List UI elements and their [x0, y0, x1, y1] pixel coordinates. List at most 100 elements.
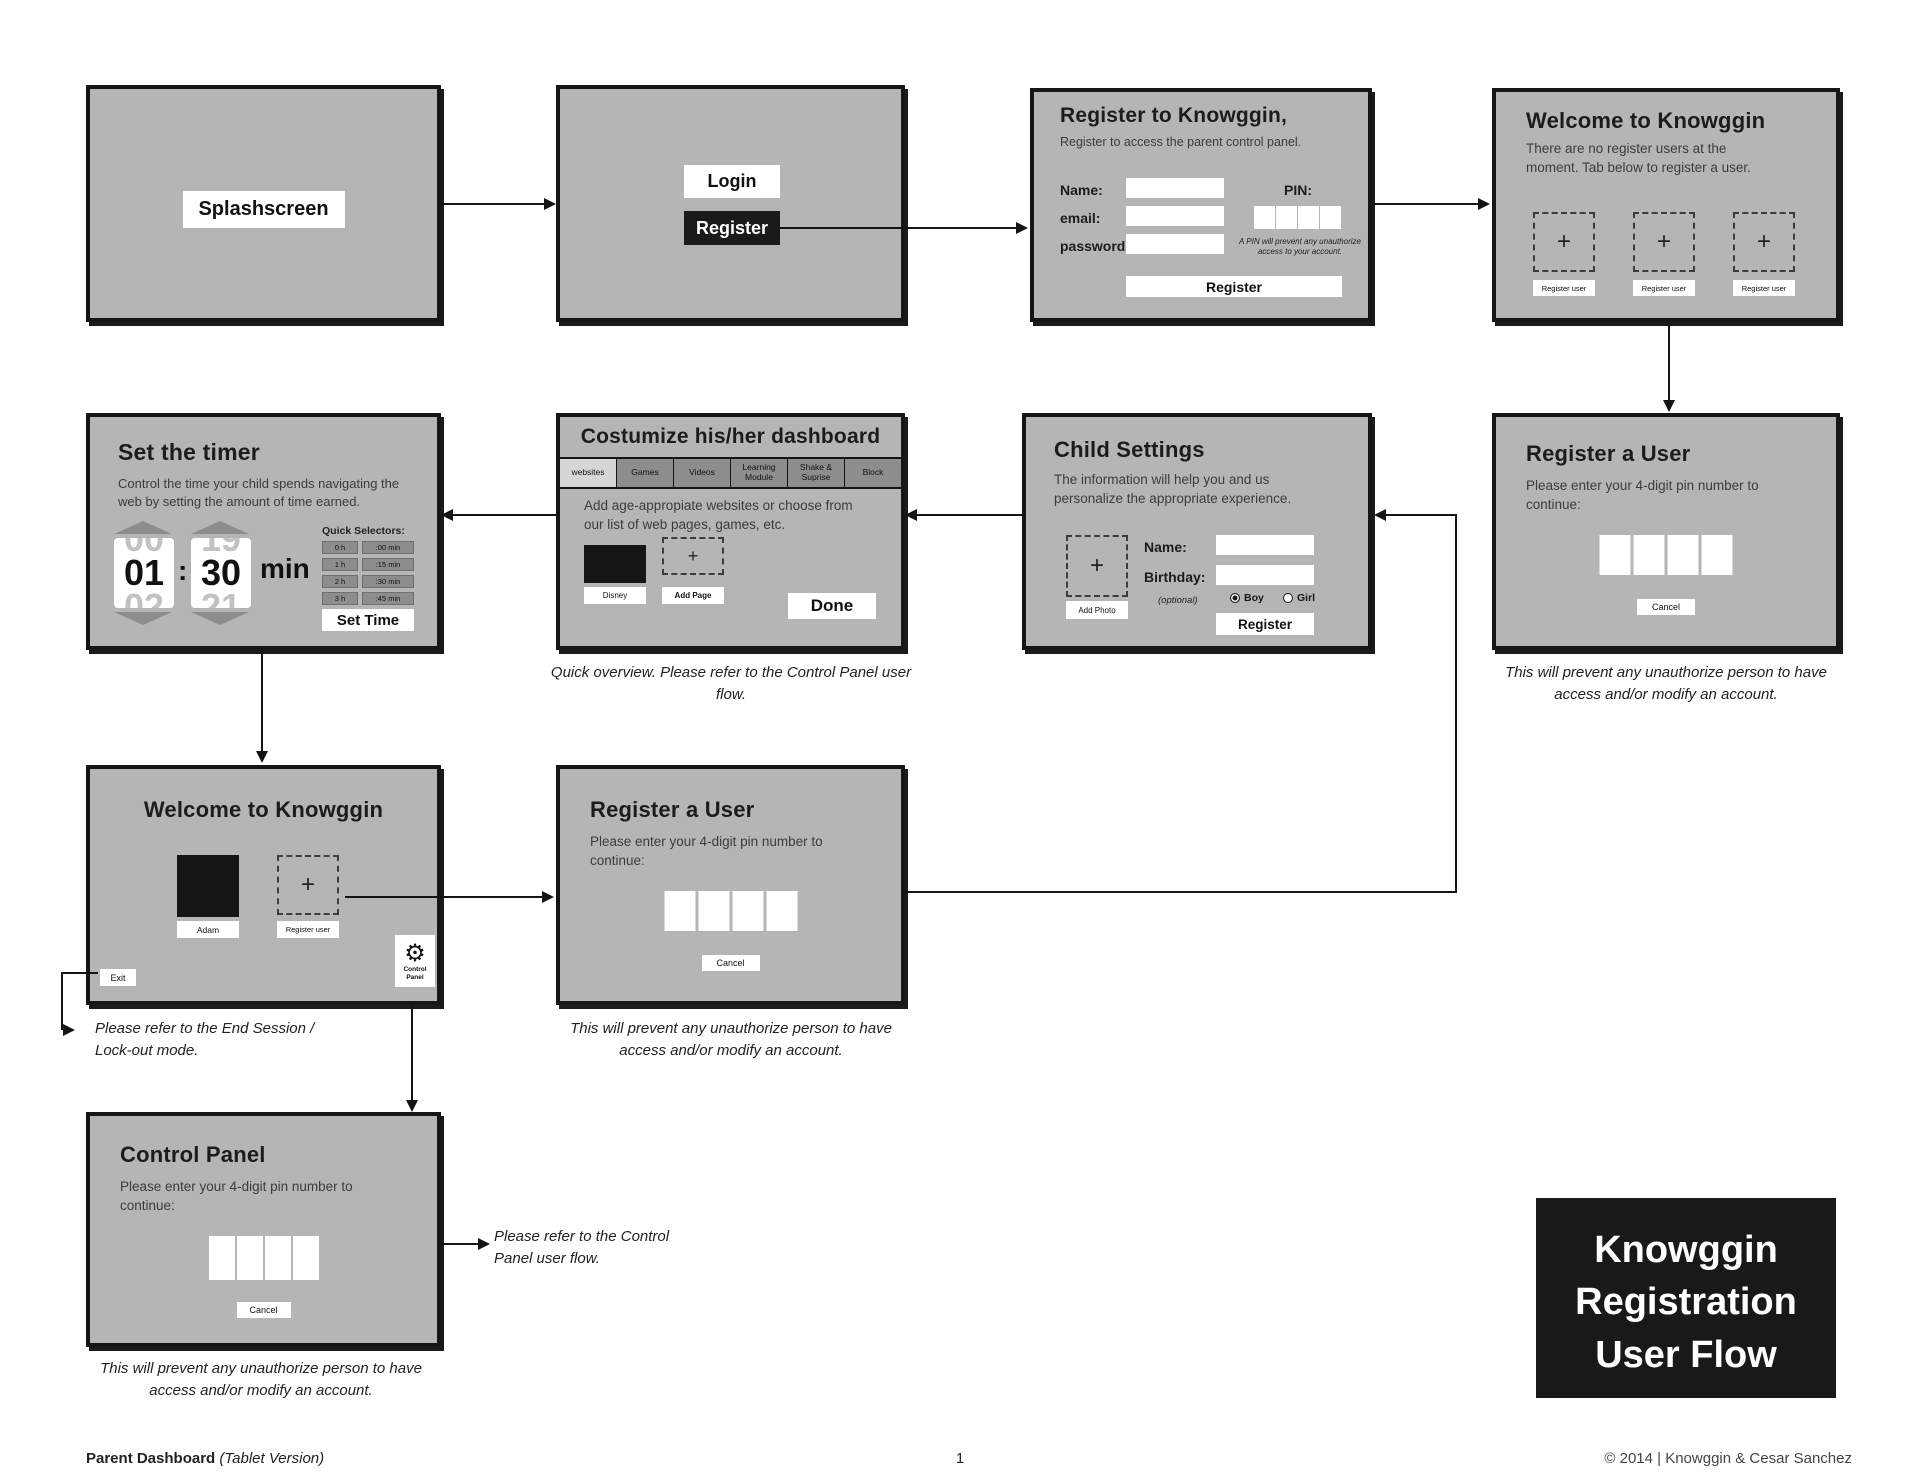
pin-digit-box[interactable]	[264, 1236, 291, 1280]
pin-input-row	[1599, 535, 1733, 575]
tab-learning-module[interactable]: Learning Module	[731, 459, 788, 487]
quick-minute-button[interactable]: :45 min	[362, 592, 414, 605]
quick-selectors-label: Quick Selectors:	[322, 525, 405, 537]
cancel-button[interactable]: Cancel	[1637, 599, 1695, 615]
register-user-slot-label[interactable]: Register user	[1733, 280, 1795, 296]
pin-digit-box[interactable]	[1701, 535, 1733, 575]
panel-register-pin-right: Register a User Please enter your 4-digi…	[1492, 413, 1840, 650]
pin-digit-box[interactable]	[698, 891, 729, 931]
pin-digit-box[interactable]	[1320, 206, 1341, 229]
login-button[interactable]: Login	[684, 165, 780, 198]
hours-prev-value: 00	[123, 538, 165, 559]
add-photo-button[interactable]: Add Photo	[1066, 601, 1128, 619]
footer-copyright: © 2014 | Knowggin & Cesar Sanchez	[1604, 1450, 1852, 1467]
control-panel-arrow-note: Please refer to the Control Panel user f…	[494, 1228, 670, 1267]
register-button[interactable]: Register	[684, 211, 780, 245]
quick-minute-button[interactable]: :15 min	[362, 558, 414, 571]
pin-digit-box[interactable]	[292, 1236, 319, 1280]
add-page-slot[interactable]: +	[662, 537, 724, 575]
adam-label: Adam	[177, 921, 239, 938]
add-user-slot[interactable]: +	[1733, 212, 1795, 272]
disney-thumbnail[interactable]	[584, 545, 646, 583]
pin-digit-box[interactable]	[1276, 206, 1297, 229]
hours-down-arrow[interactable]	[114, 612, 172, 625]
flow-arrowhead	[256, 751, 268, 763]
quick-hour-button[interactable]: 1 h	[322, 558, 358, 571]
cancel-button[interactable]: Cancel	[236, 1302, 291, 1318]
minutes-current-value: 30	[200, 552, 242, 593]
birthday-label: Birthday:	[1144, 569, 1206, 585]
register-pin-subtitle: Please enter your 4-digit pin number to …	[1526, 478, 1759, 512]
minutes-up-arrow[interactable]	[191, 521, 249, 534]
password-input[interactable]	[1126, 234, 1224, 254]
minutes-down-arrow[interactable]	[191, 612, 249, 625]
add-page-button[interactable]: Add Page	[662, 587, 724, 604]
control-panel-shortcut-label: Control Panel	[403, 965, 427, 981]
add-photo-slot[interactable]: +	[1066, 535, 1128, 597]
pin-digit-box[interactable]	[1599, 535, 1631, 575]
cancel-button[interactable]: Cancel	[701, 955, 760, 971]
flow-connector	[61, 972, 63, 1030]
pin-digit-box[interactable]	[1254, 206, 1275, 229]
pin-digit-box[interactable]	[236, 1236, 263, 1280]
pin-digit-box[interactable]	[1633, 535, 1665, 575]
tab-videos[interactable]: Videos	[674, 459, 731, 487]
quick-minute-button[interactable]: :00 min	[362, 541, 414, 554]
panel-welcome-empty: Welcome to Knowggin There are no registe…	[1492, 88, 1840, 322]
tab-websites[interactable]: websites	[560, 459, 617, 487]
add-user-slot[interactable]: +	[277, 855, 339, 915]
set-time-button[interactable]: Set Time	[322, 609, 414, 631]
quick-hour-button[interactable]: 0 h	[322, 541, 358, 554]
panel-customize-dashboard: Costumize his/her dashboard websites Gam…	[556, 413, 905, 650]
pin-digit-box[interactable]	[766, 891, 797, 931]
boy-radio[interactable]: Boy	[1230, 592, 1264, 604]
child-register-button[interactable]: Register	[1216, 613, 1314, 635]
pin-digit-box[interactable]	[1298, 206, 1319, 229]
panel-register-form: Register to Knowggin, Register to access…	[1030, 88, 1372, 322]
minutes-picker[interactable]: 19 30 21	[191, 538, 251, 608]
quick-minute-button[interactable]: :30 min	[362, 575, 414, 588]
panel-splashscreen: Splashscreen	[86, 85, 441, 322]
flow-arrowhead	[63, 1024, 75, 1036]
flow-arrowhead	[544, 198, 556, 210]
plus-icon: +	[1756, 228, 1771, 255]
register-submit-button[interactable]: Register	[1126, 276, 1342, 297]
hours-up-arrow[interactable]	[114, 521, 172, 534]
title-card-line3: User Flow	[1595, 1333, 1777, 1376]
flow-connector	[345, 896, 542, 898]
tab-block[interactable]: Block	[845, 459, 901, 487]
pin-digit-box[interactable]	[732, 891, 763, 931]
register-user-slot-label[interactable]: Register user	[1533, 280, 1595, 296]
child-settings-subtitle: The information will help you and us per…	[1054, 472, 1292, 506]
register-pin-right-note: This will prevent any unauthorize person…	[1505, 664, 1827, 703]
quick-hour-button[interactable]: 2 h	[322, 575, 358, 588]
name-input[interactable]	[1126, 178, 1224, 198]
register-user-slot-label[interactable]: Register user	[1633, 280, 1695, 296]
pin-digit-box[interactable]	[1667, 535, 1699, 575]
pin-digit-box[interactable]	[664, 891, 695, 931]
register-user-slot-label[interactable]: Register user	[277, 921, 339, 938]
hours-picker[interactable]: 00 01 02	[114, 538, 174, 608]
child-name-input[interactable]	[1216, 535, 1314, 555]
add-user-slot[interactable]: +	[1633, 212, 1695, 272]
quick-hour-button[interactable]: 3 h	[322, 592, 358, 605]
email-input[interactable]	[1126, 206, 1224, 226]
control-panel-shortcut[interactable]: ⚙ Control Panel	[395, 935, 435, 987]
birthday-input[interactable]	[1216, 565, 1314, 585]
girl-radio[interactable]: Girl	[1283, 592, 1315, 604]
pin-input-row	[1254, 206, 1341, 229]
plus-icon: +	[1089, 552, 1104, 579]
pin-digit-box[interactable]	[208, 1236, 235, 1280]
done-button[interactable]: Done	[788, 593, 876, 619]
flow-connector	[453, 514, 556, 516]
adam-avatar[interactable]	[177, 855, 239, 917]
flow-connector	[905, 891, 1457, 893]
welcome-empty-title: Welcome to Knowggin	[1526, 108, 1766, 133]
tab-games[interactable]: Games	[617, 459, 674, 487]
title-card: Knowggin Registration User Flow	[1536, 1198, 1836, 1398]
plus-icon: +	[1556, 228, 1571, 255]
add-user-slot[interactable]: +	[1533, 212, 1595, 272]
tab-shake-surprise[interactable]: Shake & Suprise	[788, 459, 845, 487]
exit-button[interactable]: Exit	[100, 969, 136, 986]
flow-arrowhead	[1016, 222, 1028, 234]
